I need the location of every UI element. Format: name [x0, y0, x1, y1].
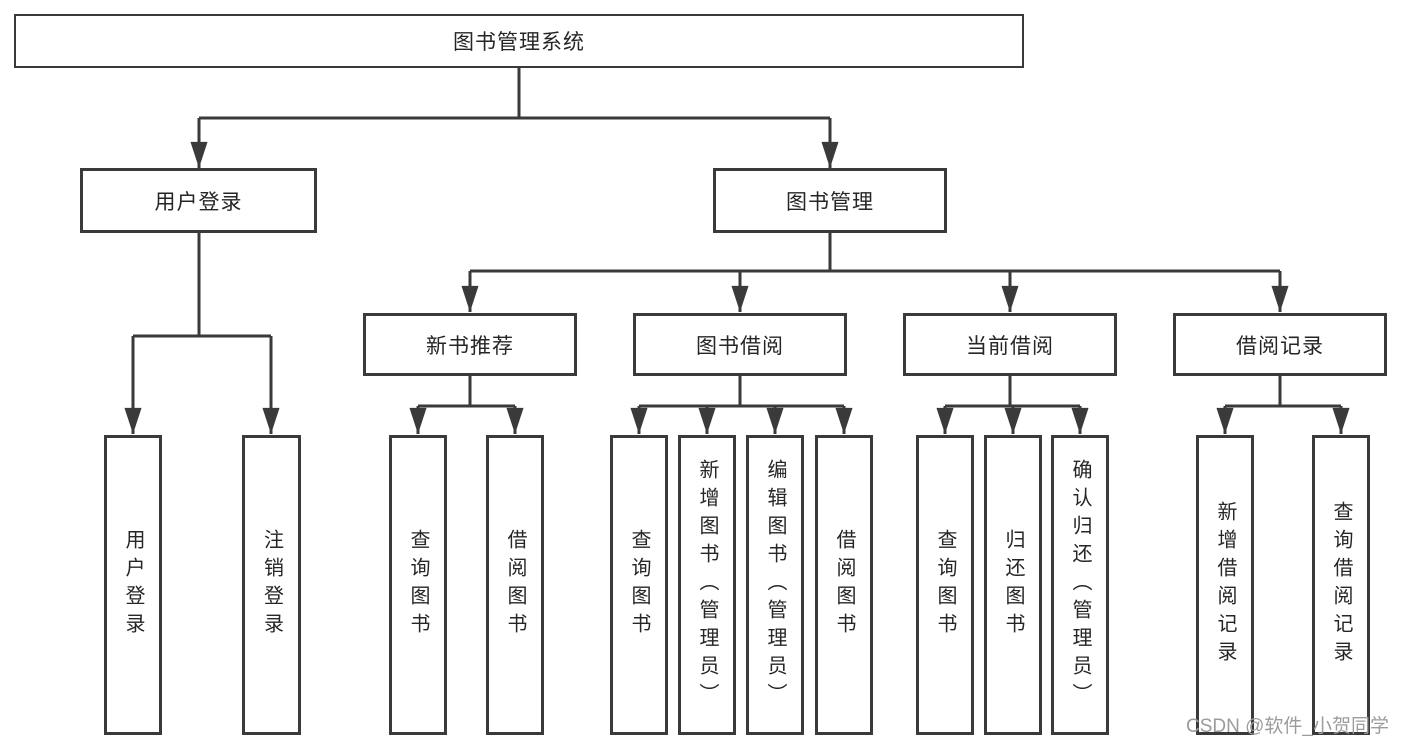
leaf-borrow-books: 借阅图书 [815, 435, 873, 735]
csdn-watermark: CSDN @软件_小贺同学 [1186, 716, 1389, 737]
node-label: 借阅图书 [833, 529, 855, 641]
node-label: 图书管理系统 [453, 31, 585, 54]
node-label: 新增图书（管理员） [696, 459, 718, 711]
leaf-query-books-current: 查询图书 [916, 435, 974, 735]
node-label: 借阅图书 [504, 529, 526, 641]
edge-root-to-level2 [190, 68, 839, 169]
node-label: 确认归还（管理员） [1069, 459, 1091, 711]
node-current-borrowing: 当前借阅 [903, 313, 1117, 376]
node-label: 用户登录 [122, 529, 144, 641]
leaf-query-books-borrow: 查询图书 [610, 435, 668, 735]
leaf-query-books-recommend: 查询图书 [389, 435, 447, 735]
node-library-management-system: 图书管理系统 [14, 14, 1024, 68]
node-label: 编辑图书（管理员） [764, 459, 786, 711]
leaf-add-borrow-record: 新增借阅记录 [1196, 435, 1254, 735]
edge-user-login-children [124, 233, 280, 435]
node-label: 查询图书 [628, 529, 650, 641]
node-label: 查询借阅记录 [1330, 501, 1352, 669]
edge-borrow-records-children [1216, 376, 1350, 435]
node-new-book-recommendation: 新书推荐 [363, 313, 577, 376]
leaf-user-login: 用户登录 [104, 435, 162, 735]
node-label: 借阅记录 [1236, 334, 1324, 358]
leaf-query-borrow-record: 查询借阅记录 [1312, 435, 1370, 735]
leaf-logout: 注销登录 [242, 435, 301, 735]
node-label: 查询图书 [934, 529, 956, 641]
node-label: 新书推荐 [426, 334, 514, 358]
node-book-borrowing: 图书借阅 [633, 313, 847, 376]
node-label: 图书借阅 [696, 334, 784, 358]
node-user-login: 用户登录 [80, 168, 317, 233]
node-label: 注销登录 [260, 529, 283, 641]
node-label: 归还图书 [1002, 529, 1024, 641]
node-label: 新增借阅记录 [1214, 501, 1236, 669]
node-label: 图书管理 [786, 190, 874, 214]
edge-book-borrow-children [630, 376, 853, 435]
edge-book-management-children [461, 233, 1289, 313]
node-borrowing-records: 借阅记录 [1173, 313, 1387, 376]
node-label: 查询图书 [407, 529, 429, 641]
edge-current-borrow-children [936, 376, 1089, 435]
leaf-add-books-admin: 新增图书（管理员） [678, 435, 736, 735]
edge-new-book-children [409, 376, 524, 435]
leaf-confirm-return-admin: 确认归还（管理员） [1051, 435, 1109, 735]
node-label: 用户登录 [154, 190, 243, 214]
node-book-management: 图书管理 [713, 168, 947, 233]
leaf-edit-books-admin: 编辑图书（管理员） [746, 435, 804, 735]
node-label: 当前借阅 [966, 334, 1054, 358]
leaf-return-books: 归还图书 [984, 435, 1042, 735]
leaf-borrow-books-recommend: 借阅图书 [486, 435, 544, 735]
